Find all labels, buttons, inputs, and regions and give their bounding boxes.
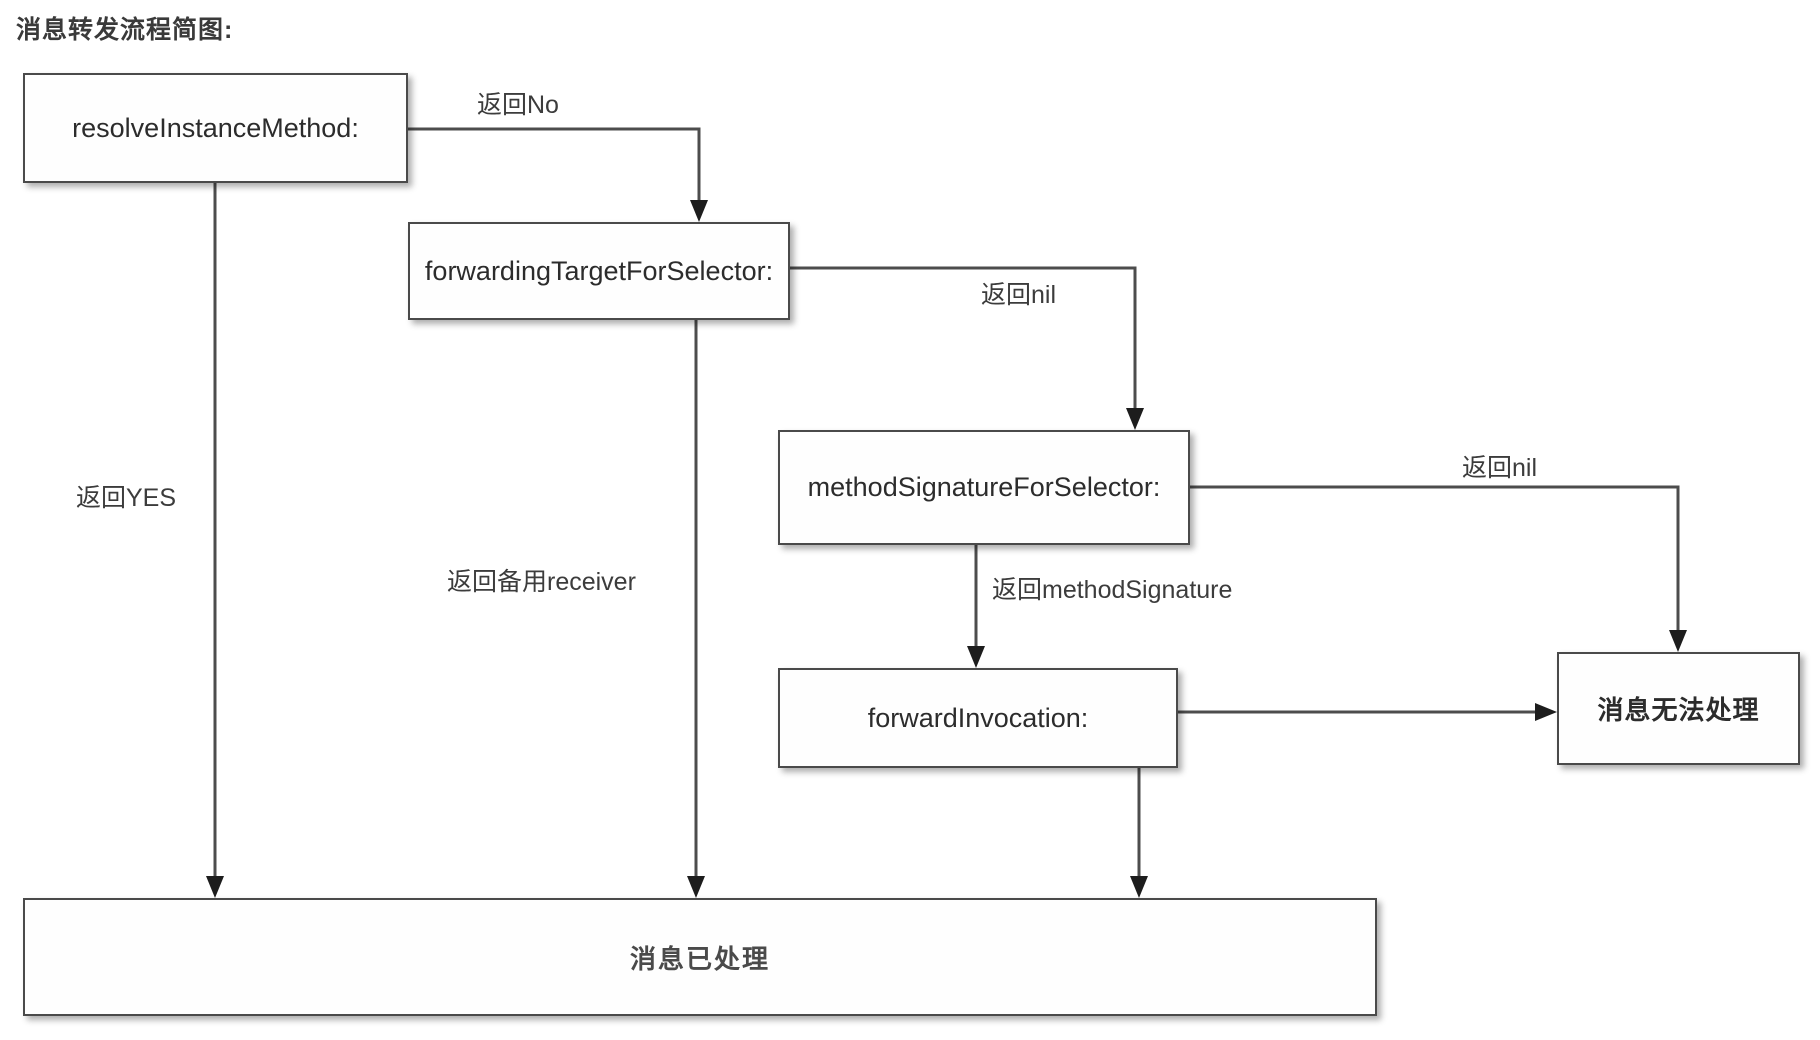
edge-forwardinvocation-to-unhandled — [1178, 703, 1557, 721]
node-resolve-instance-method[interactable]: resolveInstanceMethod: — [23, 73, 408, 183]
node-forwarding-target-for-selector[interactable]: forwardingTargetForSelector: — [408, 222, 790, 320]
edge-methodsignature-to-forwardinvocation — [967, 545, 985, 668]
page-title: 消息转发流程简图: — [16, 16, 234, 44]
edge-label-return-backup-receiver: 返回备用receiver — [447, 568, 636, 596]
edge-forwardingtarget-to-handled — [687, 320, 705, 898]
edge-resolve-to-handled — [206, 183, 224, 898]
edge-label-return-method-signature: 返回methodSignature — [992, 576, 1233, 604]
node-label: methodSignatureForSelector: — [807, 472, 1161, 502]
node-message-handled[interactable]: 消息已处理 — [23, 898, 1377, 1016]
node-method-signature-for-selector[interactable]: methodSignatureForSelector: — [778, 430, 1190, 545]
node-label: forwardInvocation: — [867, 702, 1089, 733]
node-message-unhandled[interactable]: 消息无法处理 — [1557, 652, 1800, 765]
edge-label-return-no: 返回No — [477, 91, 559, 119]
edge-methodsignature-to-unhandled — [1190, 485, 1687, 652]
edge-forwardingtarget-to-methodsignature — [790, 266, 1144, 430]
edge-label-return-yes: 返回YES — [76, 484, 177, 512]
node-forward-invocation[interactable]: forwardInvocation: — [778, 668, 1178, 768]
edge-resolve-to-forwardingtarget — [408, 127, 708, 222]
edge-label-return-nil-1: 返回nil — [981, 281, 1057, 309]
node-label: 消息无法处理 — [1597, 695, 1760, 725]
node-label: resolveInstanceMethod: — [72, 112, 359, 143]
edge-forwardinvocation-to-handled — [1130, 768, 1148, 898]
node-label: 消息已处理 — [629, 943, 770, 974]
edge-label-return-nil-2: 返回nil — [1462, 454, 1538, 482]
node-label: forwardingTargetForSelector: — [424, 255, 774, 286]
